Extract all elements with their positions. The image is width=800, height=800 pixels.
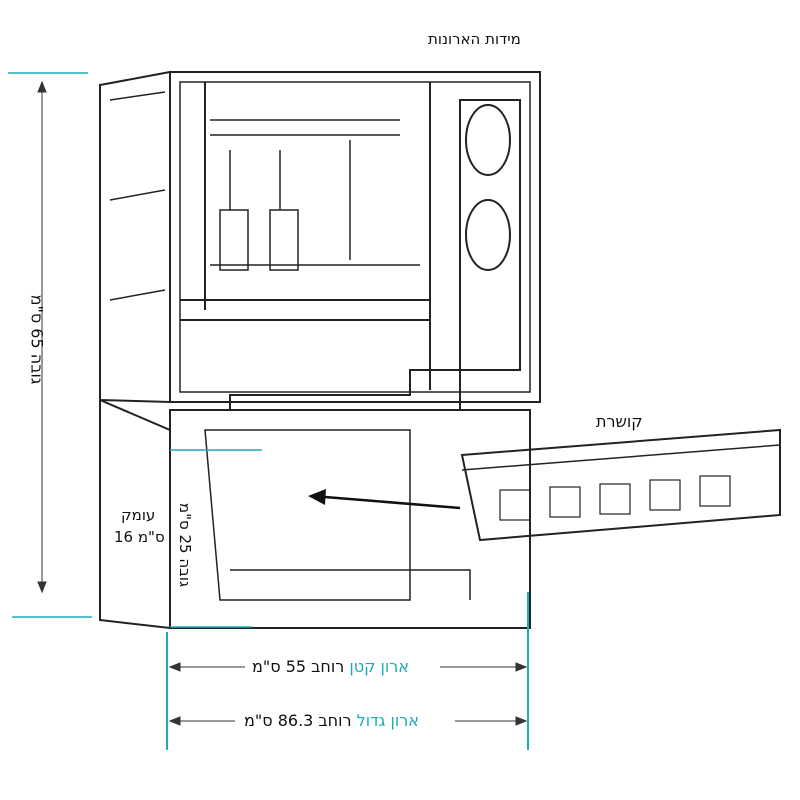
small-cabinet-name: ארון קטן	[349, 657, 409, 676]
large-cabinet-name: ארון גדול	[356, 711, 419, 730]
depth-label-line2: ס"מ 16	[114, 528, 165, 546]
lower-height-label: גובה 25 ס"מ	[176, 502, 195, 588]
cabinet-outline	[99, 70, 781, 630]
small-cabinet-width: רוחב 55 ס"מ	[252, 657, 345, 676]
dimension-arrows	[37, 80, 528, 726]
pointer-arrow	[308, 489, 461, 510]
small-cabinet-width-label: ארון קטן רוחב 55 ס"מ	[252, 657, 409, 676]
dimension-guides	[8, 72, 529, 750]
depth-label-line1: עומק	[121, 506, 156, 524]
large-cabinet-width-label: ארון גדול רוחב 86.3 ס"מ	[244, 711, 419, 730]
large-cabinet-width: רוחב 86.3 ס"מ	[244, 711, 352, 730]
diagram-title: מידות הארונות	[428, 30, 521, 48]
manifold-label: קושרת	[596, 412, 643, 431]
total-height-label: גובה 65 ס"מ	[27, 294, 47, 385]
